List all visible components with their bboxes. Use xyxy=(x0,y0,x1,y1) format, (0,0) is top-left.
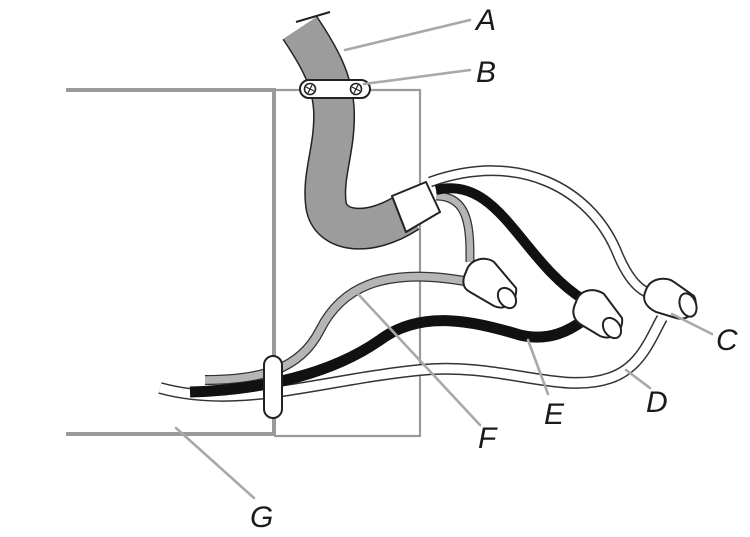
label-b: B xyxy=(476,56,496,89)
flexible-conduit xyxy=(282,11,420,250)
label-f: F xyxy=(478,422,498,455)
wire-nut-c xyxy=(643,277,698,320)
label-c: C xyxy=(716,324,738,357)
leader-b xyxy=(362,68,472,86)
gray-wire-appliance xyxy=(204,271,471,385)
conduit-connector xyxy=(390,180,442,234)
label-e: E xyxy=(544,398,565,431)
gray-wire-conduit xyxy=(435,191,475,263)
leader-f xyxy=(356,292,482,427)
leader-e xyxy=(526,338,550,396)
leader-d xyxy=(624,368,652,390)
leader-lines xyxy=(174,18,714,500)
label-g: G xyxy=(250,501,273,534)
black-wire-conduit xyxy=(434,183,587,305)
label-a: A xyxy=(474,4,496,37)
cable-strap xyxy=(263,355,283,419)
leader-c xyxy=(670,312,714,336)
leader-g xyxy=(174,426,256,500)
wire-nut-2 xyxy=(572,289,624,340)
leader-a xyxy=(343,18,472,52)
white-wire-appliance xyxy=(158,315,668,402)
appliance-frame xyxy=(66,88,276,436)
wire-nut-1 xyxy=(462,257,518,310)
label-d: D xyxy=(646,386,668,419)
white-wire-conduit xyxy=(428,165,658,302)
conduit-clamp xyxy=(299,79,371,99)
callout-labels: A B C D E F G xyxy=(250,4,738,534)
